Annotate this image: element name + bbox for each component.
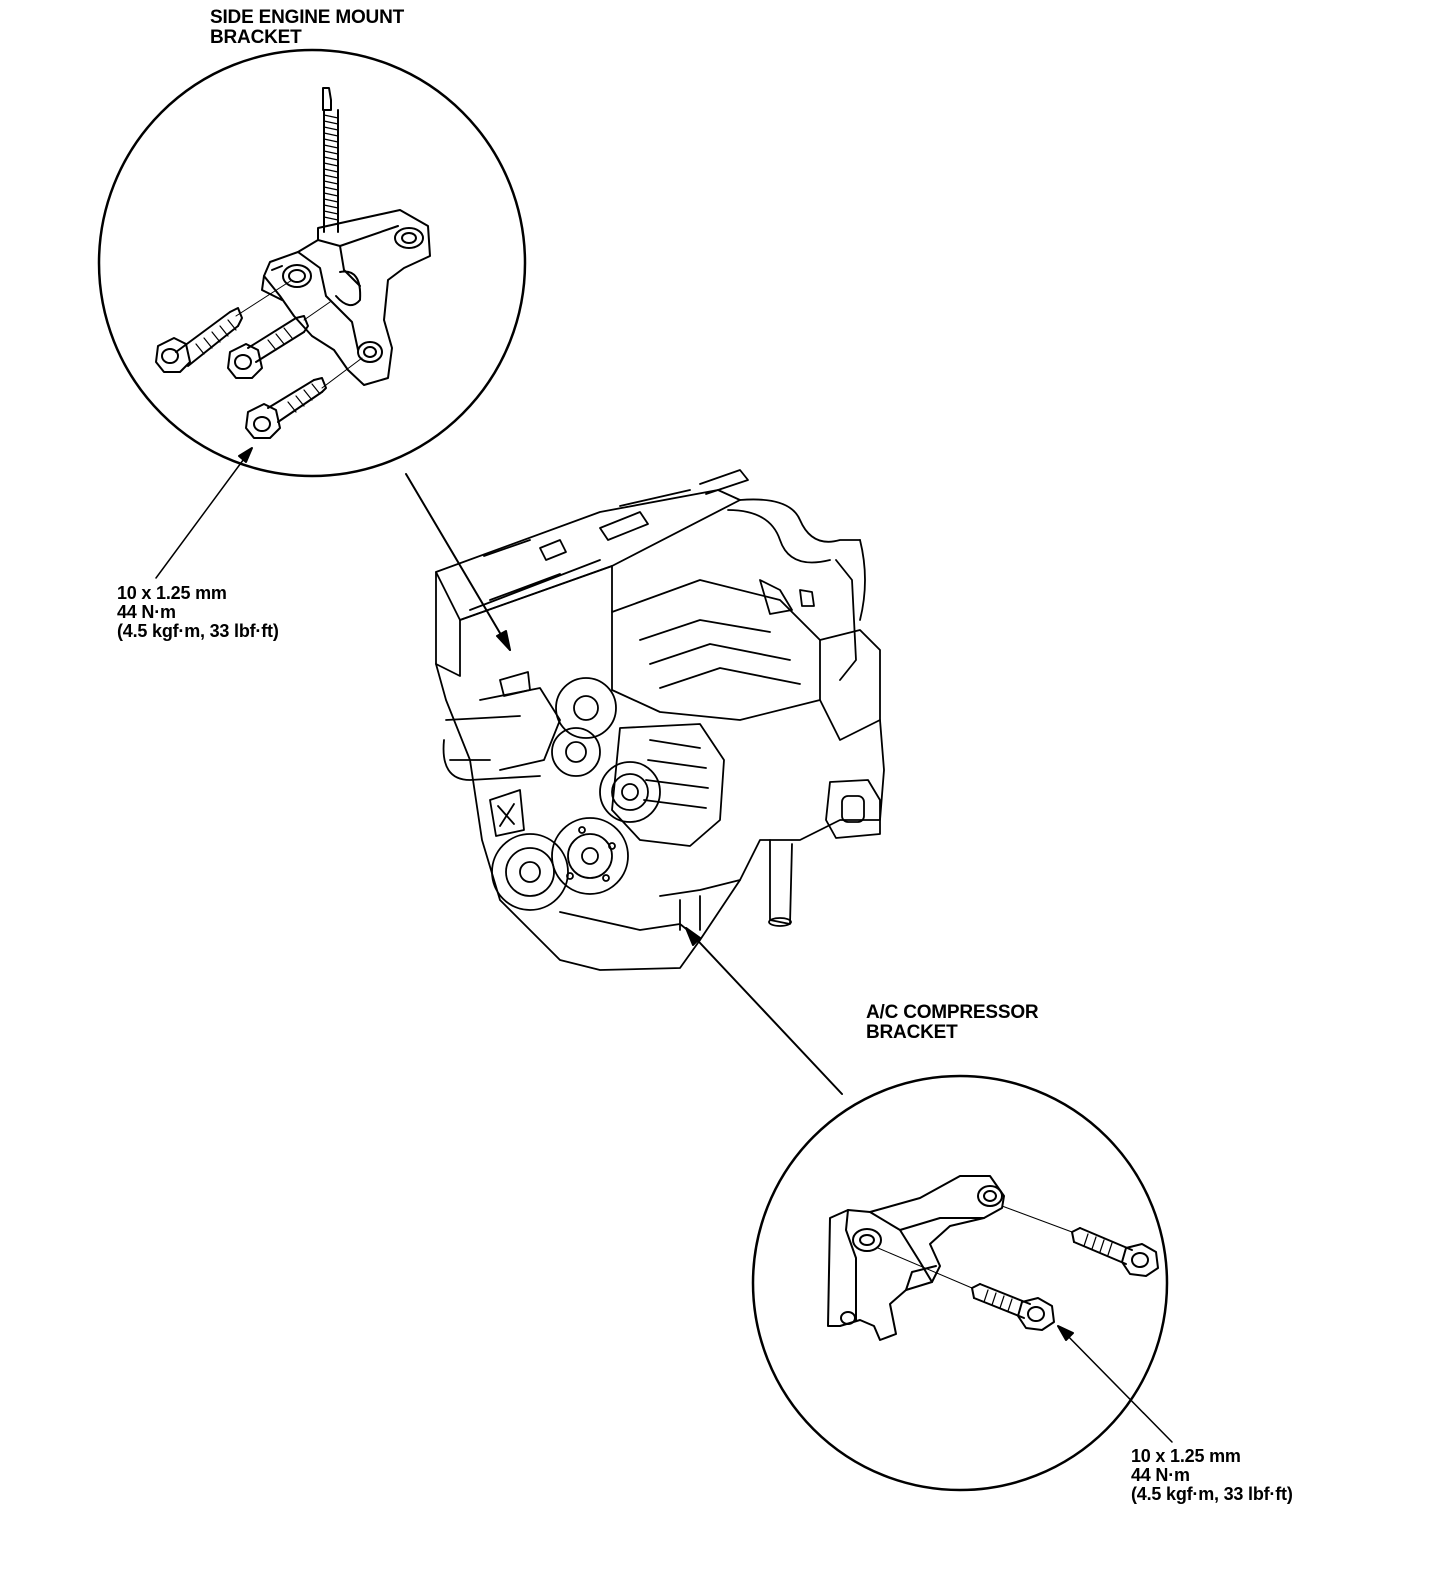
upper-torque-spec: 10 x 1.25 mm 44 N·m (4.5 kgf·m, 33 lbf·f…	[117, 584, 279, 641]
ac-bracket-detail	[751, 1074, 1169, 1492]
ac-bracket	[827, 1175, 1005, 1341]
lower-torque-conversion: (4.5 kgf·m, 33 lbf·ft)	[1131, 1484, 1293, 1504]
ac-bolt-1	[1071, 1227, 1159, 1277]
mount-bracket	[261, 209, 431, 386]
engine-assembly	[435, 469, 885, 971]
lower-torque-spec: 10 x 1.25 mm 44 N·m (4.5 kgf·m, 33 lbf·f…	[1131, 1447, 1293, 1504]
mount-bolt-1	[155, 307, 243, 373]
side-mount-label-line2: BRACKET	[210, 27, 302, 48]
upper-torque-conversion: (4.5 kgf·m, 33 lbf·ft)	[117, 621, 279, 641]
ac-label-line2: BRACKET	[866, 1022, 958, 1043]
upper-torque-value: 44 N·m	[117, 602, 176, 622]
ac-label-line1: A/C COMPRESSOR	[866, 1002, 1039, 1023]
mount-stud	[322, 87, 339, 233]
upper-bolt-size: 10 x 1.25 mm	[117, 583, 227, 603]
side-mount-label-line1: SIDE ENGINE MOUNT	[210, 7, 405, 28]
ac-bolt-2	[971, 1283, 1055, 1331]
side-engine-mount-bracket-label: SIDE ENGINE MOUNT BRACKET	[210, 8, 404, 48]
leader-lines	[155, 447, 1173, 1443]
ac-compressor-bracket-label: A/C COMPRESSOR BRACKET	[866, 1002, 1039, 1043]
lower-torque-value: 44 N·m	[1131, 1465, 1190, 1485]
side-mount-detail	[97, 48, 527, 478]
mount-alignment-lines	[235, 279, 363, 389]
lower-bolt-size: 10 x 1.25 mm	[1131, 1446, 1241, 1466]
mount-bolt-2	[227, 315, 309, 379]
mount-bolt-3	[245, 377, 327, 439]
ac-alignment-lines	[877, 1205, 1073, 1289]
